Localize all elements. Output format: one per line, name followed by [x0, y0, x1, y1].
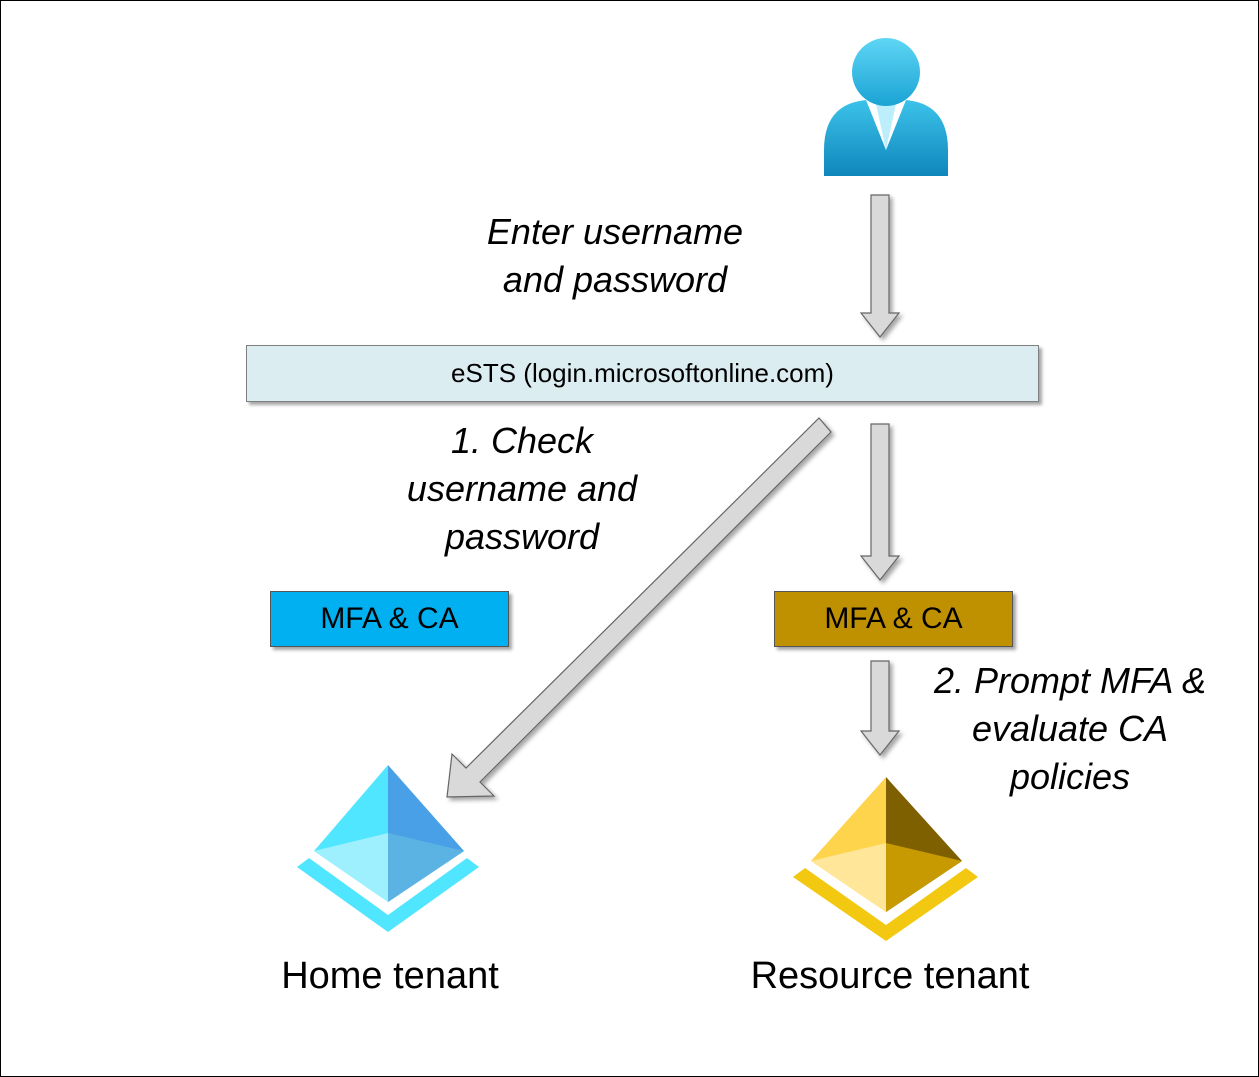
note-line: 2. Prompt MFA & [933, 660, 1207, 701]
note-enter-credentials: Enter username and password [455, 208, 775, 304]
note-line: evaluate CA [971, 708, 1169, 749]
home-tenant-icon [297, 765, 479, 932]
note-check-credentials: 1. Check username and password [372, 417, 672, 561]
note-line: and password [502, 259, 728, 300]
ests-box: eSTS (login.microsoftonline.com) [246, 345, 1039, 402]
note-prompt-mfa: 2. Prompt MFA & evaluate CA policies [905, 657, 1235, 801]
resource-tenant-label: Resource tenant [750, 955, 1030, 997]
arrow-resource-mfa-to-tenant [859, 660, 901, 756]
resource-tenant-icon [793, 777, 978, 941]
home-mfa-ca-box: MFA & CA [270, 591, 509, 647]
ests-label: eSTS (login.microsoftonline.com) [451, 358, 834, 388]
arrow-user-to-ests [859, 194, 901, 338]
home-tenant-label: Home tenant [281, 955, 499, 997]
user-icon [824, 38, 948, 176]
resource-mfa-ca-box: MFA & CA [774, 591, 1013, 647]
home-mfa-ca-label: MFA & CA [320, 602, 459, 635]
note-line: policies [1009, 756, 1131, 797]
note-line: 1. Check [450, 420, 594, 461]
note-line: password [444, 516, 600, 557]
note-line: username and [406, 468, 638, 509]
note-line: Enter username [486, 211, 744, 252]
resource-mfa-ca-label: MFA & CA [824, 602, 963, 635]
arrow-ests-to-home-tenant [446, 417, 832, 798]
arrow-ests-to-resource-mfa [859, 423, 901, 581]
